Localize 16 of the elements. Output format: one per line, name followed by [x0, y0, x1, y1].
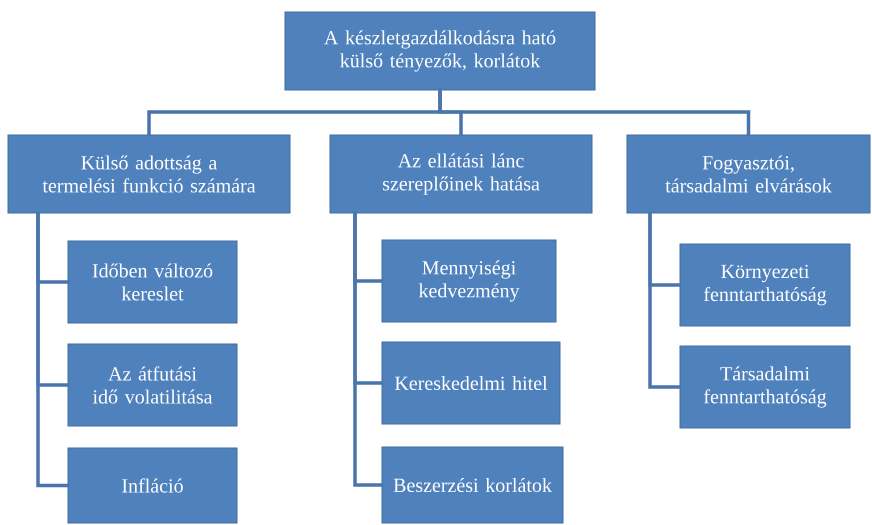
box: Beszerzési korlátok: [382, 446, 564, 524]
box: Kereskedelmi hitel: [382, 342, 560, 424]
box: Infláció: [68, 448, 238, 524]
connector-line: [438, 88, 750, 136]
box: A készletgazdálkodásra ható külső tényezők, korlátok: [284, 12, 596, 90]
box: Mennyiségi kedvezmény: [382, 240, 556, 322]
box: Az ellátási lánc szereplőinek hatása: [330, 134, 592, 214]
box: Külső adottság a termelési funkció számára: [8, 134, 290, 214]
connector-line: [648, 212, 682, 389]
box: Fogyasztói, társadalmi elvárások: [626, 134, 870, 214]
box: Társadalmi fenntarthatóság: [680, 346, 850, 428]
box: Környezeti fenntarthatóság: [680, 244, 850, 326]
box: Időben változó kereslet: [68, 240, 238, 324]
connector-line: [353, 212, 384, 487]
box: Az átfutási idő volatilitása: [68, 344, 238, 426]
connector-line: [36, 212, 70, 488]
